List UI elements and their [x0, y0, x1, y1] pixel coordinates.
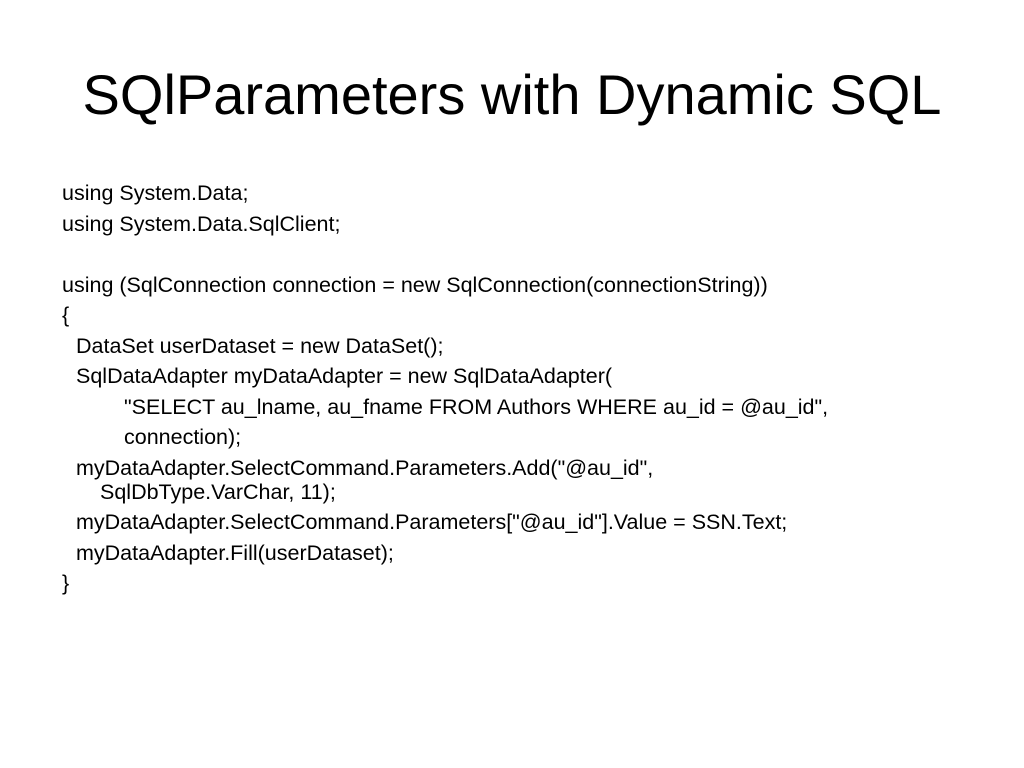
code-line: DataSet userDataset = new DataSet();: [76, 333, 444, 358]
code-line: using System.Data.SqlClient;: [62, 211, 341, 236]
code-line: "SELECT au_lname, au_fname FROM Authors …: [124, 394, 829, 419]
code-line: SqlDataAdapter myDataAdapter = new SqlDa…: [76, 364, 613, 388]
code-line: myDataAdapter.SelectCommand.Parameters["…: [76, 510, 788, 534]
code-body: using System.Data; using System.Data.Sql…: [62, 178, 962, 599]
code-line: using System.Data;: [62, 181, 249, 205]
slide-title: SQlParameters with Dynamic SQL: [82, 63, 942, 126]
code-line: myDataAdapter.Fill(userDataset);: [76, 540, 394, 565]
code-line: myDataAdapter.SelectCommand.Parameters.A…: [76, 455, 654, 504]
code-line: using (SqlConnection connection = new Sq…: [62, 272, 768, 297]
blank-line: [62, 239, 962, 270]
code-line: {: [62, 303, 70, 327]
code-line: connection);: [124, 425, 242, 449]
code-line: }: [62, 571, 70, 595]
